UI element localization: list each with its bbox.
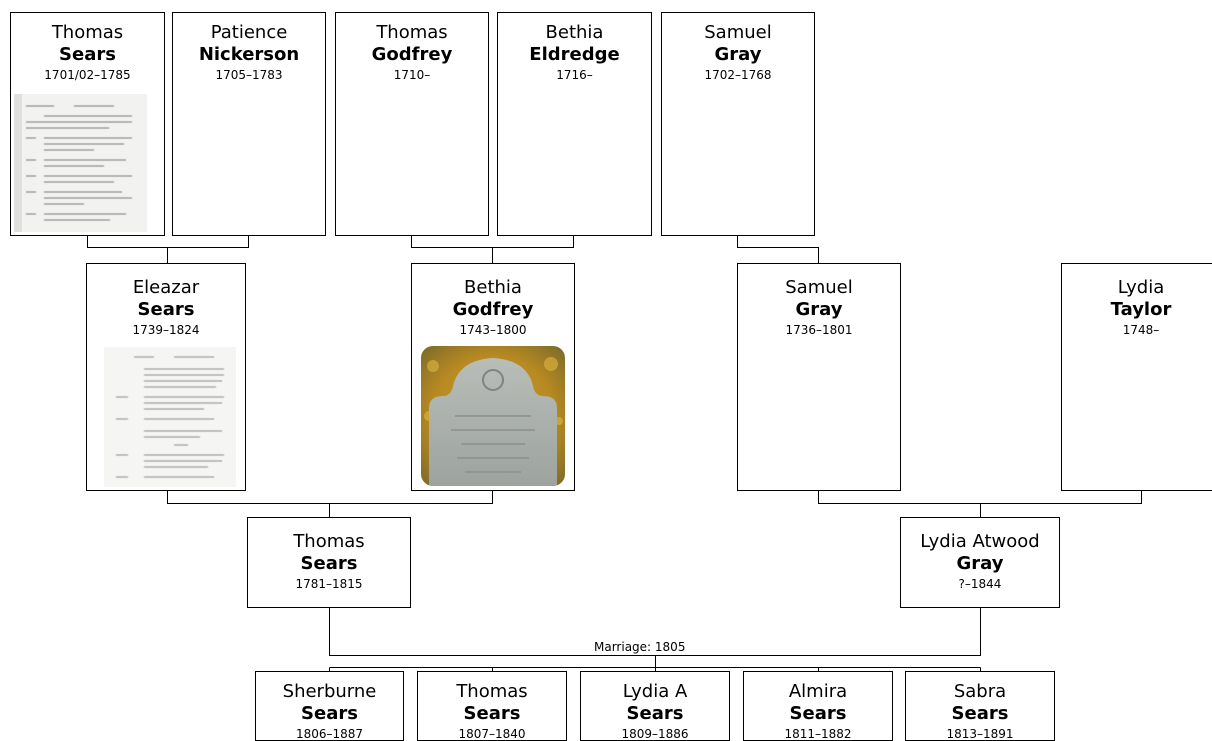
person-card-almira-sears[interactable]: Almira Sears 1811–1882 bbox=[743, 671, 893, 741]
life-dates: 1710– bbox=[393, 68, 431, 82]
given-name: Thomas bbox=[376, 22, 448, 43]
life-dates: 1701/02–1785 bbox=[44, 68, 131, 82]
life-dates: 1743–1800 bbox=[459, 323, 527, 337]
person-card-thomas-sears-1781[interactable]: Thomas Sears 1781–1815 bbox=[247, 517, 411, 608]
life-dates: 1781–1815 bbox=[295, 577, 363, 591]
surname: Gray bbox=[714, 44, 762, 65]
surname: Nickerson bbox=[198, 44, 300, 65]
gravestone-photo[interactable] bbox=[421, 346, 565, 486]
given-name: Samuel bbox=[785, 277, 853, 298]
life-dates: 1807–1840 bbox=[458, 727, 526, 741]
person-card-samuel-gray-1702[interactable]: Samuel Gray 1702–1768 bbox=[661, 12, 815, 236]
person-card-samuel-gray-1736[interactable]: Samuel Gray 1736–1801 bbox=[737, 263, 901, 491]
life-dates: 1716– bbox=[556, 68, 593, 82]
life-dates: 1813–1891 bbox=[946, 727, 1014, 741]
surname: Godfrey bbox=[452, 299, 534, 320]
surname: Sears bbox=[137, 299, 195, 320]
person-card-thomas-godfrey[interactable]: Thomas Godfrey 1710– bbox=[335, 12, 489, 236]
person-card-bethia-eldredge[interactable]: Bethia Eldredge 1716– bbox=[497, 12, 652, 236]
given-name: Thomas bbox=[51, 22, 124, 43]
given-name: Thomas bbox=[456, 681, 528, 702]
given-name: Bethia bbox=[545, 22, 604, 43]
surname: Sears bbox=[300, 553, 358, 574]
given-name: Eleazar bbox=[132, 277, 200, 298]
given-name: Lydia A bbox=[622, 681, 688, 702]
life-dates: 1748– bbox=[1122, 323, 1160, 337]
given-name: Lydia Atwood bbox=[920, 531, 1040, 552]
life-dates: 1811–1882 bbox=[784, 727, 852, 741]
given-name: Lydia bbox=[1117, 277, 1165, 298]
given-name: Patience bbox=[210, 22, 288, 43]
document-thumbnail[interactable] bbox=[104, 347, 236, 487]
life-dates: 1705–1783 bbox=[215, 68, 283, 82]
person-card-patience-nickerson[interactable]: Patience Nickerson 1705–1783 bbox=[172, 12, 326, 236]
surname: Taylor bbox=[1110, 299, 1172, 320]
life-dates: 1806–1887 bbox=[295, 727, 364, 741]
given-name: Sabra bbox=[953, 681, 1007, 702]
life-dates: 1739–1824 bbox=[132, 323, 200, 337]
surname: Sears bbox=[59, 44, 116, 65]
given-name: Almira bbox=[788, 681, 848, 702]
life-dates: 1736–1801 bbox=[785, 323, 853, 337]
surname: Sears bbox=[463, 703, 521, 724]
surname: Godfrey bbox=[371, 44, 453, 65]
person-card-sherburne-sears[interactable]: Sherburne Sears 1806–1887 bbox=[255, 671, 404, 741]
person-card-thomas-sears-1807[interactable]: Thomas Sears 1807–1840 bbox=[417, 671, 567, 741]
given-name: Thomas bbox=[293, 531, 365, 552]
person-card-sabra-sears[interactable]: Sabra Sears 1813–1891 bbox=[905, 671, 1055, 741]
life-dates: 1809–1886 bbox=[621, 727, 689, 741]
surname: Sears bbox=[626, 703, 684, 724]
surname: Sears bbox=[301, 703, 358, 724]
person-card-lydia-taylor[interactable]: Lydia Taylor 1748– bbox=[1061, 263, 1212, 491]
life-dates: ?–1844 bbox=[958, 577, 1002, 591]
person-card-lydia-a-sears[interactable]: Lydia A Sears 1809–1886 bbox=[580, 671, 730, 741]
person-card-lydia-atwood-gray[interactable]: Lydia Atwood Gray ?–1844 bbox=[900, 517, 1060, 608]
surname: Sears bbox=[789, 703, 847, 724]
document-thumbnail[interactable] bbox=[14, 94, 147, 232]
given-name: Bethia bbox=[464, 277, 522, 298]
surname: Gray bbox=[795, 299, 843, 320]
surname: Eldredge bbox=[529, 44, 620, 65]
connector-lines bbox=[87, 236, 1142, 671]
surname: Gray bbox=[956, 553, 1004, 574]
surname: Sears bbox=[951, 703, 1009, 724]
life-dates: 1702–1768 bbox=[704, 68, 772, 82]
given-name: Samuel bbox=[704, 22, 772, 43]
marriage-label: Marriage: 1805 bbox=[592, 640, 688, 654]
given-name: Sherburne bbox=[282, 681, 377, 702]
